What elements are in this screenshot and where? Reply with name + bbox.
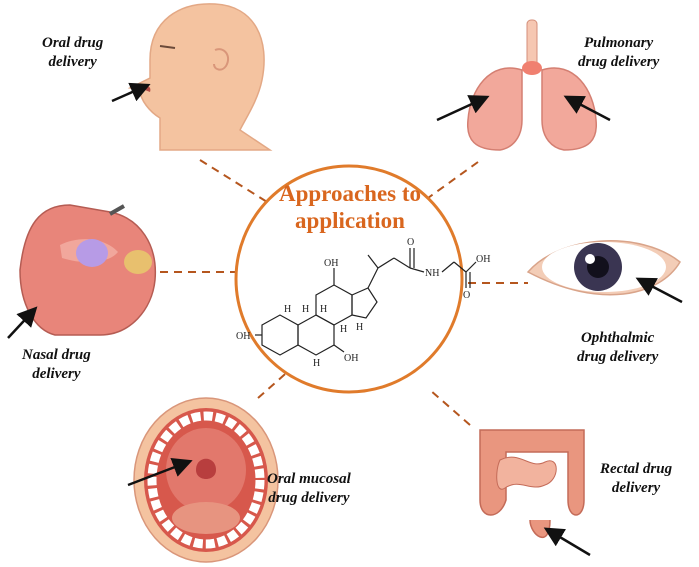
label-oral-mucosal-line2: drug delivery: [268, 490, 350, 506]
ophthalmic-arrow: [635, 277, 683, 304]
label-rectal-line1: Rectal drug: [600, 461, 673, 477]
label-nasal-line1: Nasal drug: [22, 347, 91, 363]
oral-head-illustration: [127, 3, 273, 151]
atom-label: OH: [236, 331, 250, 342]
atom-label: H: [313, 358, 320, 369]
ring-d: [351, 287, 378, 319]
label-pulmonary-line2: drug delivery: [578, 54, 660, 70]
eye-illustration: [526, 240, 681, 296]
center-title: Approaches to application: [250, 180, 450, 234]
label-ophthalmic-line1: Ophthalmic: [580, 330, 655, 346]
oral-mucosal-arrow: [127, 458, 193, 487]
connector-lines: [160, 159, 528, 426]
label-rectal: Rectal drug delivery: [600, 460, 672, 498]
atom-label: H: [356, 322, 363, 333]
label-oral: Oral drug delivery: [42, 34, 103, 72]
pulmonary-arrow-left: [436, 95, 490, 122]
lungs-illustration: [467, 19, 597, 151]
oral-arrow: [111, 82, 151, 103]
label-rectal-line2: delivery: [611, 480, 661, 496]
atom-label: OH: [324, 258, 338, 269]
atom-label: H: [302, 304, 309, 315]
center-title-line2: application: [295, 208, 405, 233]
atom-label: OH: [344, 353, 358, 364]
label-oral-mucosal: Oral mucosal drug delivery: [267, 470, 351, 508]
connector-oral: [199, 159, 273, 206]
center-title-line1: Approaches to: [278, 181, 422, 206]
atom-label: NH: [425, 268, 439, 279]
label-nasal: Nasal drug delivery: [22, 346, 91, 384]
label-pulmonary: Pulmonary drug delivery: [578, 34, 659, 72]
atom-label: O: [463, 290, 470, 301]
rectal-arrow: [543, 527, 591, 557]
label-pulmonary-line1: Pulmonary: [584, 35, 654, 51]
atom-label: O: [407, 237, 414, 248]
label-oral-line1: Oral drug: [42, 35, 104, 51]
connector-rectal: [429, 389, 471, 426]
atom-label: H: [320, 304, 327, 315]
label-ophthalmic: Ophthalmic drug delivery: [577, 329, 658, 367]
molecule-atom-labels: OH OH OH OH H H H H H H O NH O: [236, 237, 490, 369]
pulmonary-arrow-right: [563, 95, 611, 122]
label-nasal-line2: delivery: [32, 366, 81, 382]
nasal-highlight: [76, 239, 108, 267]
mouth-illustration: [133, 397, 279, 563]
atom-label: H: [340, 324, 347, 335]
molecule-structure: [255, 248, 477, 356]
intestines-illustration: [479, 429, 585, 539]
connector-oral-mucosal: [257, 367, 293, 399]
atom-label: H: [284, 304, 291, 315]
label-oral-mucosal-line1: Oral mucosal: [267, 471, 351, 487]
atom-label: OH: [476, 254, 490, 265]
nasal-arrow: [7, 306, 38, 339]
nasal-cavity-illustration: [19, 204, 157, 336]
label-ophthalmic-line2: drug delivery: [577, 349, 659, 365]
connector-pulmonary: [427, 161, 479, 199]
center-circle: [234, 164, 464, 394]
label-oral-line2: delivery: [48, 54, 97, 70]
